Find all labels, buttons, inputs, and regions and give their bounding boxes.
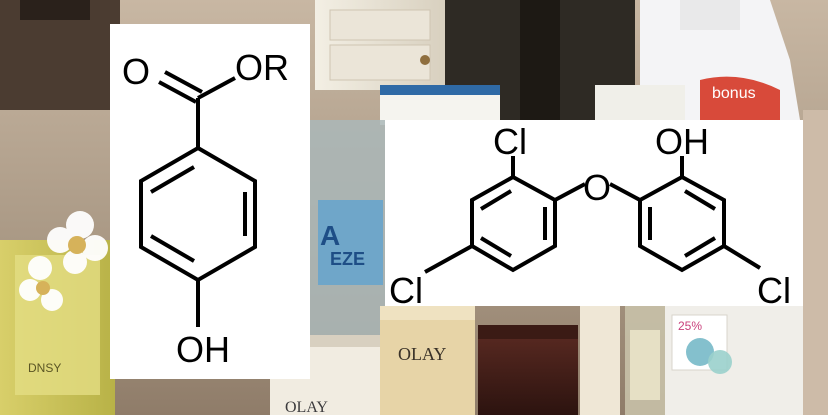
atom-o-double: O bbox=[122, 51, 150, 92]
left-ring-double-3 bbox=[479, 236, 513, 258]
paraben-structure-panel: O OR OH bbox=[110, 24, 310, 379]
bond-o-left bbox=[554, 182, 586, 202]
benzene-ring bbox=[139, 145, 257, 283]
bond-c-o-double-2 bbox=[158, 80, 197, 104]
tube-label-eze: EZE bbox=[330, 249, 365, 269]
bond-cl-left bbox=[424, 244, 473, 274]
right-ring-double-3 bbox=[683, 236, 717, 258]
olay-label-1: OLAY bbox=[398, 344, 446, 364]
left-ring-double-1 bbox=[479, 189, 513, 211]
bond-cl-right bbox=[722, 244, 762, 270]
bonus-label: bonus bbox=[712, 85, 756, 102]
atom-o-bridge: O bbox=[583, 167, 611, 208]
perfume-label: DNSY bbox=[28, 361, 61, 375]
atom-oh-top: OH bbox=[655, 121, 709, 162]
ring-double-bond-2 bbox=[149, 165, 196, 194]
atom-cl-left: Cl bbox=[389, 270, 423, 306]
olay-label-2: OLAY bbox=[285, 399, 328, 415]
atom-or: OR bbox=[235, 47, 289, 88]
ring-double-bond-3 bbox=[149, 234, 196, 263]
paraben-structure: O OR OH bbox=[122, 47, 289, 370]
right-ring bbox=[638, 174, 726, 273]
triclosan-structure-panel: Cl O OH Cl Cl bbox=[385, 120, 803, 306]
bond-c-o-single bbox=[197, 76, 236, 100]
left-ring bbox=[470, 174, 557, 273]
atom-cl-right: Cl bbox=[757, 270, 791, 306]
bond-c-o-double-1 bbox=[164, 70, 203, 94]
atom-oh: OH bbox=[176, 329, 230, 370]
right-ring-double-2 bbox=[683, 189, 717, 211]
atom-cl-top: Cl bbox=[493, 121, 527, 162]
bond-o-right bbox=[609, 182, 641, 202]
tube-label-a: A bbox=[320, 220, 340, 251]
triclosan-structure: Cl O OH Cl Cl bbox=[389, 121, 791, 306]
tube-label-25: 25% bbox=[678, 319, 702, 333]
